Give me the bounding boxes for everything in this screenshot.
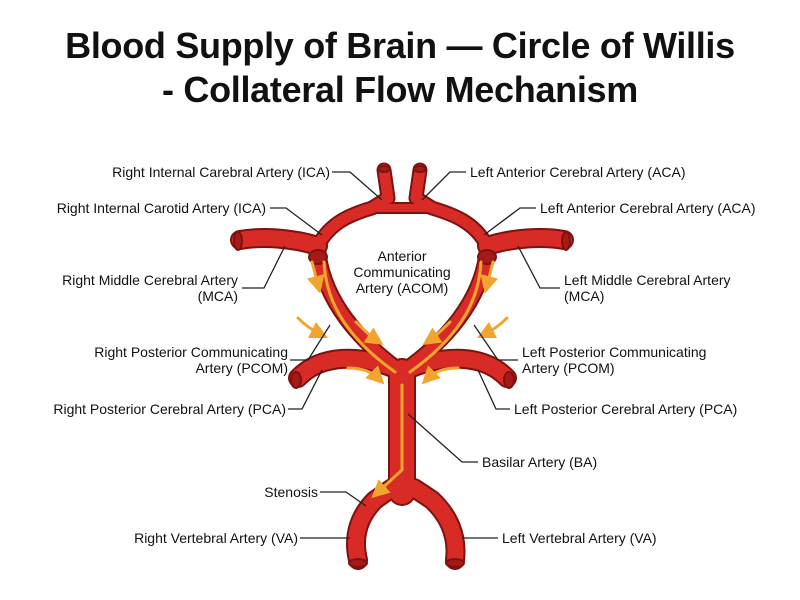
flow-arrow-left-pcom-inner	[422, 320, 452, 345]
title-line-1: Blood Supply of Brain — Circle of Willis	[65, 25, 735, 66]
artery-outlines	[230, 162, 574, 570]
label-right-ica-cerebral: Right Internal Carebral Artery (ICA)	[112, 164, 330, 180]
leader-right-mca	[242, 245, 286, 289]
label-acom-line1: Anterior	[377, 248, 427, 264]
leader-right-pcom	[290, 324, 331, 361]
label-right-mca-line2: (MCA)	[197, 288, 238, 304]
leader-basilar	[407, 413, 478, 463]
label-right-mca: Right Middle Cerebral Artery (MCA)	[62, 272, 238, 304]
label-right-va: Right Vertebral Artery (VA)	[134, 530, 298, 546]
flow-arrow-left-pca	[421, 365, 460, 385]
collateral-flow-arrows	[296, 260, 509, 499]
leader-right-ica-carotid	[270, 207, 323, 236]
label-acom-line2: Communicating	[353, 264, 451, 280]
title-line-2: - Collateral Flow Mechanism	[161, 69, 638, 110]
label-left-pca: Left Posterior Cerebral Artery (PCA)	[514, 401, 738, 417]
label-right-ica-carotid: Right Internal Carotid Artery (ICA)	[56, 200, 266, 216]
leader-lines	[242, 171, 560, 539]
label-left-pcom: Left Posterior Communicating Artery (PCO…	[522, 344, 706, 376]
label-left-mca-line1: Left Middle Cerebral Artery	[564, 272, 731, 288]
leader-left-pcom	[473, 324, 518, 361]
label-right-pcom-line2: Artery (PCOM)	[195, 360, 288, 376]
leader-stenosis	[320, 491, 367, 507]
flow-line-left-pcom	[408, 260, 483, 374]
flow-arrow-right-pca	[346, 365, 385, 385]
artery-end-caps	[233, 165, 571, 568]
label-right-pcom-line1: Right Posterior Communicating	[94, 344, 288, 360]
leader-left-mca	[517, 245, 560, 289]
flow-arrow-right-pcom-inner	[354, 320, 384, 345]
flow-arrow-left-pcom-outer	[476, 316, 509, 339]
label-basilar: Basilar Artery (BA)	[482, 454, 598, 470]
label-acom: Anterior Communicating Artery (ACOM)	[342, 248, 462, 296]
label-right-mca-line1: Right Middle Cerebral Artery	[62, 272, 238, 288]
label-right-pca: Right Posterior Cerebral Artery (PCA)	[53, 401, 286, 417]
label-left-aca-2: Left Anterior Cerebral Artery (ACA)	[540, 200, 756, 216]
leader-left-aca-1	[421, 171, 466, 201]
label-right-pcom: Right Posterior Communicating Artery (PC…	[94, 344, 288, 376]
label-left-pcom-line1: Left Posterior Communicating	[522, 344, 707, 360]
label-left-mca-line2: (MCA)	[564, 288, 605, 304]
leader-left-pca	[477, 369, 510, 410]
flow-line-basilar-stenosis	[371, 383, 404, 499]
label-left-mca: Left Middle Cerebral Artery (MCA)	[564, 272, 731, 304]
flow-arrow-right-pcom-outer	[296, 316, 329, 339]
leader-left-aca-2	[483, 207, 536, 236]
label-left-va: Left Vertebral Artery (VA)	[502, 530, 657, 546]
leader-right-pca	[288, 369, 323, 410]
flow-line-right-pcom	[322, 260, 397, 374]
flow-arrow-right-ica	[307, 260, 325, 294]
diagram-title: Blood Supply of Brain — Circle of Willis…	[0, 24, 800, 112]
flow-arrow-left-ica	[480, 260, 498, 294]
leader-right-ica-cerebral	[332, 171, 383, 201]
label-acom-line3: Artery (ACOM)	[355, 280, 449, 296]
label-left-aca-1: Left Anterior Cerebral Artery (ACA)	[470, 164, 686, 180]
label-left-pcom-line2: Artery (PCOM)	[522, 360, 615, 376]
label-stenosis: Stenosis	[264, 484, 318, 500]
